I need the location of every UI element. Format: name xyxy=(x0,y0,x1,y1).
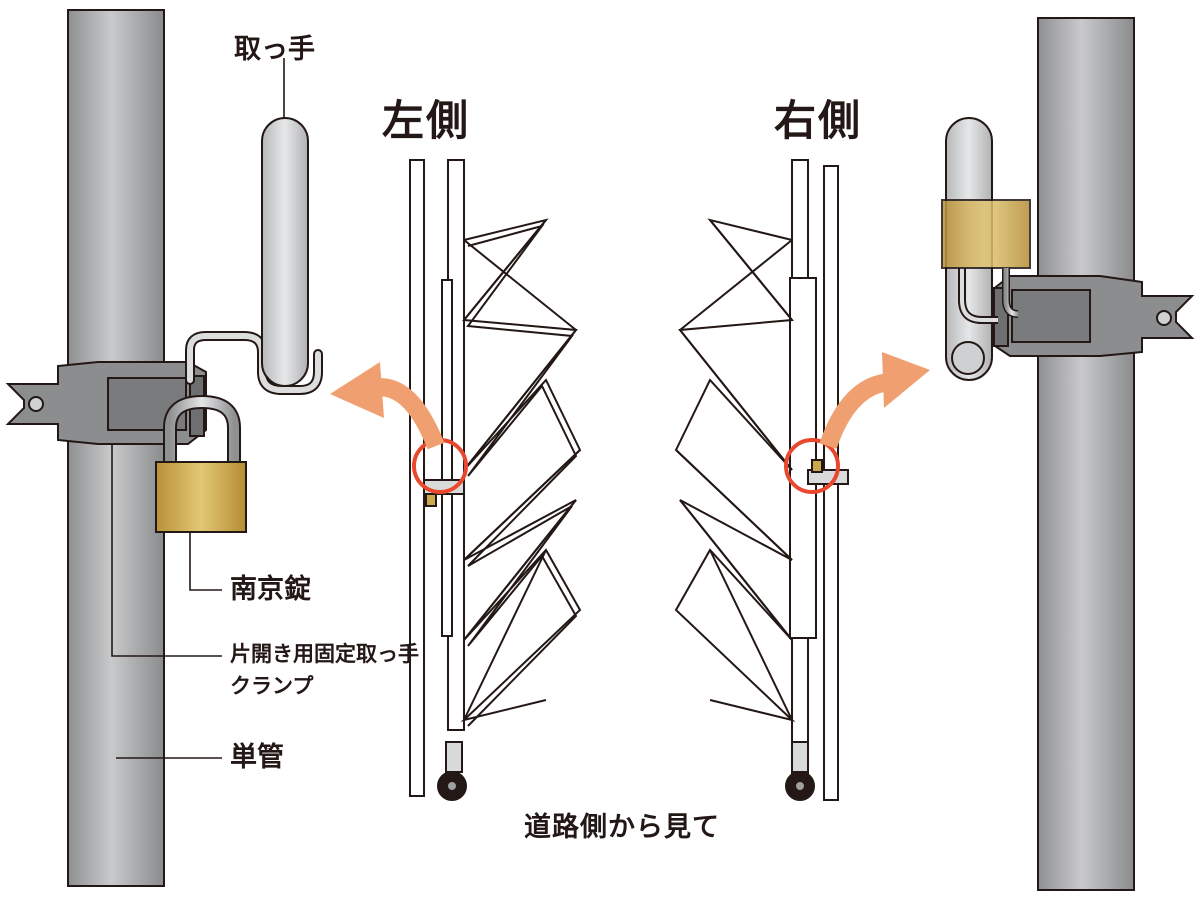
curved-arrow-left xyxy=(330,362,445,450)
leader-lines-left xyxy=(111,58,285,759)
fixed-handle-clamp-right xyxy=(991,275,1195,357)
gate-left xyxy=(409,159,582,801)
clamp-label-line2: クランプ xyxy=(230,674,314,698)
clamp-label-line1: 片開き用固定取っ手 xyxy=(230,642,419,666)
view-caption: 道路側から見て xyxy=(524,812,720,843)
handle-label: 取っ手 xyxy=(234,34,315,65)
curved-arrow-right xyxy=(819,352,930,450)
left-detail xyxy=(5,9,323,887)
right-detail xyxy=(941,17,1195,891)
highlight-circle-right xyxy=(784,438,840,494)
single-pipe-left xyxy=(67,9,165,887)
single-pipe-right xyxy=(1037,17,1135,891)
left-side-label: 左側 xyxy=(382,96,471,145)
padlock-left xyxy=(155,394,247,533)
handle-left xyxy=(185,117,323,395)
padlock-right xyxy=(941,199,1031,318)
single-pipe-label: 単管 xyxy=(230,742,284,773)
padlock-label: 南京錠 xyxy=(230,574,311,605)
right-side-label: 右側 xyxy=(774,96,863,145)
gate-right xyxy=(674,159,849,801)
lattice-left xyxy=(460,218,582,727)
lattice-right xyxy=(674,218,796,722)
